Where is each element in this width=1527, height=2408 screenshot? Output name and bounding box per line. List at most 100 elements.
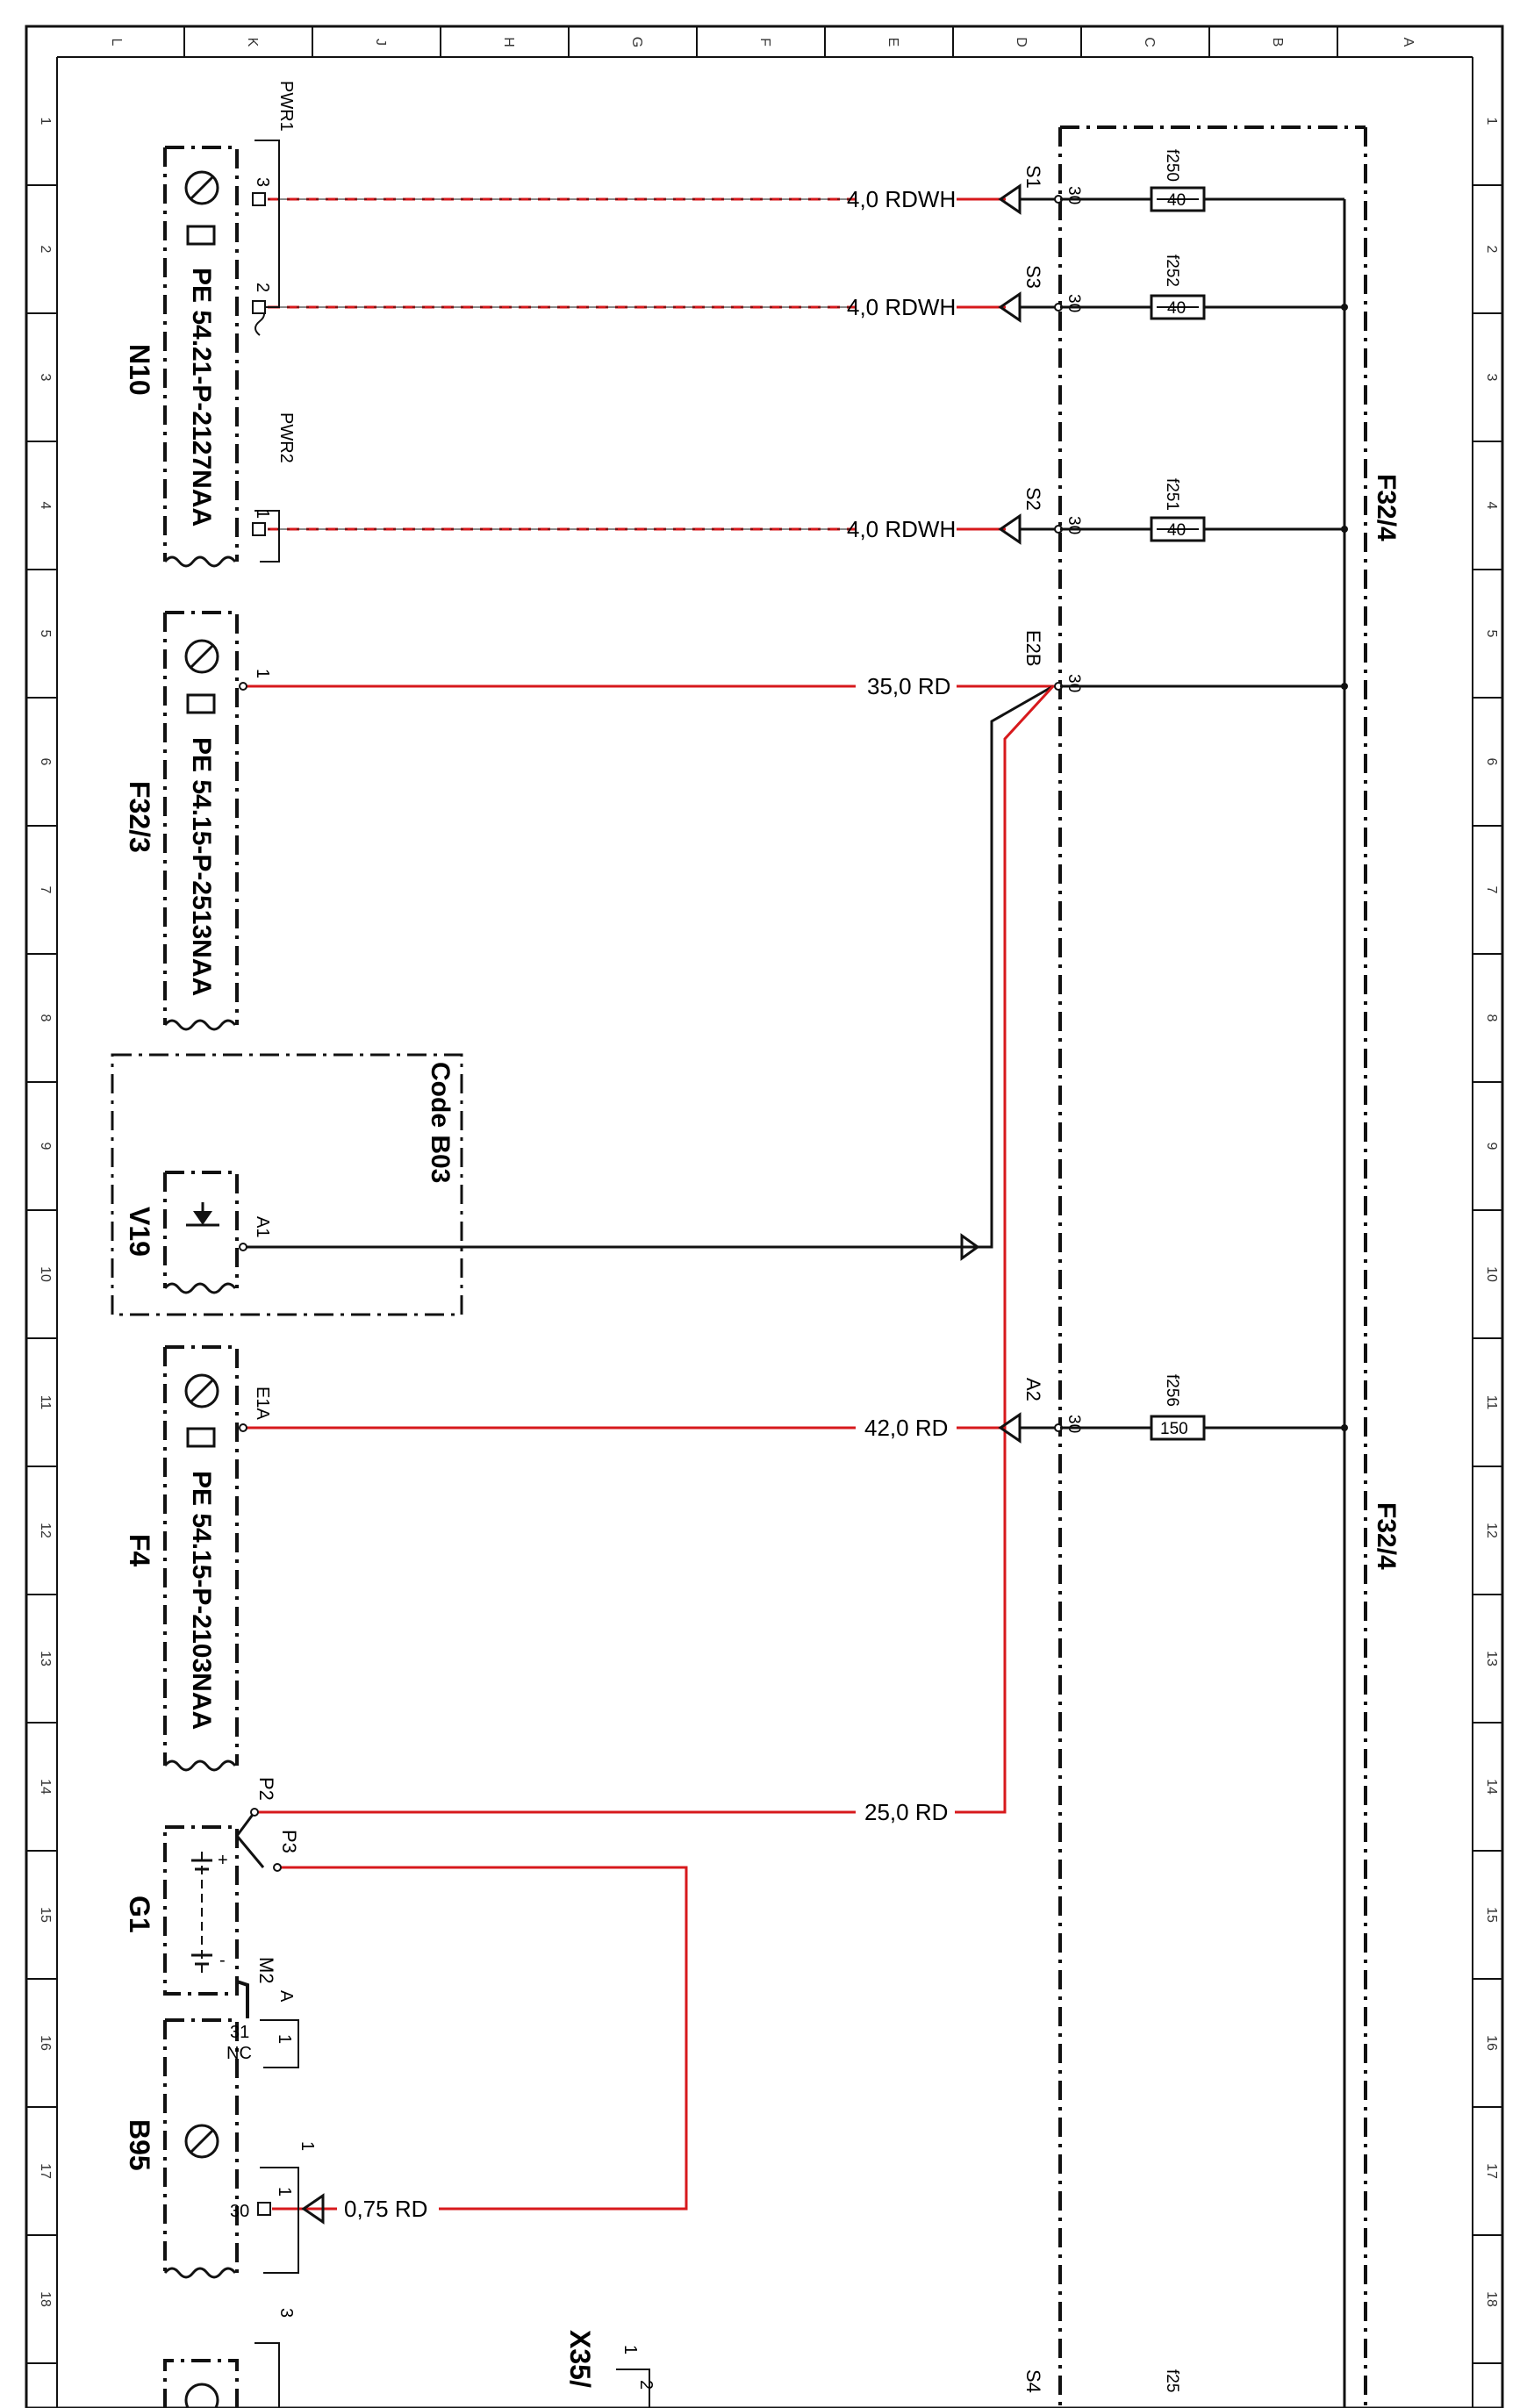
col-letter: F bbox=[757, 38, 772, 47]
wire-label: 25,0 RD bbox=[864, 1799, 948, 1825]
pin-label: 2 bbox=[636, 2380, 656, 2390]
wire-label: 4,0 RDWH bbox=[847, 294, 956, 320]
pin-label: 3 bbox=[253, 177, 272, 187]
circuit-s2: 4,0 RDWH S2 30 40 f251 bbox=[268, 478, 1348, 545]
row-number: 17 bbox=[38, 2163, 53, 2179]
col-letter: B bbox=[1270, 38, 1285, 47]
pin-label: M2 bbox=[255, 1957, 277, 1984]
col-letter: E bbox=[885, 38, 900, 47]
code-label: Code B03 bbox=[426, 1062, 455, 1183]
fuse-f256 bbox=[1150, 1415, 1206, 1441]
fuse-name: f256 bbox=[1163, 1374, 1181, 1407]
row-number: 1 bbox=[1484, 118, 1499, 125]
pin-label: 1 bbox=[275, 2034, 294, 2044]
component-id: N10 bbox=[124, 344, 155, 396]
row-number: 4 bbox=[1484, 502, 1499, 510]
col-letter: H bbox=[501, 37, 516, 47]
wire-label: 42,0 RD bbox=[864, 1415, 948, 1441]
component-id: G1 bbox=[124, 1896, 155, 1933]
row-number: 5 bbox=[38, 630, 53, 638]
component-bottom-partial: 3 S4 f25 bbox=[163, 2308, 1181, 2408]
component-f4: PE 54.15-P-2103NAA F4 E1A bbox=[124, 1345, 272, 1772]
part-number: PE 54.15-P-2103NAA bbox=[187, 1471, 216, 1730]
pin-label: 1 bbox=[275, 2187, 294, 2197]
component-n10: PE 54.21-P-2127NAA N10 PWR1 PWR2 3 2 1 bbox=[124, 81, 296, 568]
terminal-label: 30 bbox=[1065, 1415, 1083, 1433]
circuit-a2: 42,0 RD A2 30 150 f256 bbox=[243, 1374, 1348, 1444]
fuse-name: f25 bbox=[1163, 2369, 1181, 2392]
sensor-icon bbox=[184, 2124, 219, 2159]
row-number: 15 bbox=[38, 1907, 53, 1923]
fuse-name: f251 bbox=[1163, 478, 1181, 511]
row-number: 3 bbox=[38, 374, 53, 382]
col-letter: A bbox=[1401, 38, 1416, 47]
pin-label: P2 bbox=[255, 1777, 277, 1801]
connector-label: PWR2 bbox=[276, 412, 296, 463]
fuse-rating: 40 bbox=[1167, 191, 1186, 210]
pin-label: NC bbox=[226, 2044, 252, 2063]
component-b95: B95 A 1 31 NC 1 1 30 bbox=[124, 1990, 317, 2279]
row-number: 8 bbox=[38, 1014, 53, 1022]
row-number: 12 bbox=[1484, 1523, 1499, 1538]
circuit-s3: 4,0 RDWH S3 30 40 f252 bbox=[268, 254, 1348, 323]
wire-label: 4,0 RDWH bbox=[847, 186, 956, 212]
terminal-label: 30 bbox=[1065, 186, 1083, 204]
row-number: 10 bbox=[1484, 1266, 1499, 1282]
row-number: 6 bbox=[1484, 758, 1499, 766]
connector-pin-label: S2 bbox=[1022, 487, 1044, 511]
pin-label: P3 bbox=[278, 1830, 300, 1853]
connector-pin-label: A2 bbox=[1022, 1378, 1044, 1401]
col-letter: D bbox=[1014, 37, 1029, 47]
component-g1: + - G1 P2 P3 M2 bbox=[124, 1777, 300, 2018]
pin-label: 1 bbox=[253, 669, 272, 678]
row-number: 11 bbox=[1484, 1395, 1499, 1410]
circuit-g1-p2: 25,0 RD bbox=[254, 1799, 1005, 1825]
row-number: 5 bbox=[1484, 630, 1499, 638]
component-id: X35/ bbox=[564, 2330, 596, 2388]
drawing-frame bbox=[25, 25, 1504, 2408]
circuit-s1: 4,0 RDWH S1 30 40 f250 bbox=[268, 149, 1344, 215]
polarity-label: - bbox=[219, 1951, 226, 1970]
pin-label: E1A bbox=[253, 1387, 272, 1420]
sensor-icon bbox=[184, 639, 219, 674]
row-number: 6 bbox=[38, 758, 53, 766]
hand-pointer-icon bbox=[186, 693, 216, 714]
connector-label: A bbox=[276, 1990, 296, 2003]
col-letter: C bbox=[1142, 37, 1157, 47]
row-number: 15 bbox=[1484, 1907, 1499, 1923]
component-id: F32/3 bbox=[124, 781, 155, 853]
sensor-icon bbox=[184, 170, 219, 205]
wire-label: 35,0 RD bbox=[867, 673, 950, 699]
row-number: 8 bbox=[1484, 1014, 1499, 1022]
row-number: 10 bbox=[38, 1266, 53, 1282]
pin-label: 1 bbox=[253, 509, 272, 519]
pin-label: A1 bbox=[253, 1216, 272, 1237]
row-number: 7 bbox=[38, 886, 53, 894]
row-number: 14 bbox=[38, 1779, 53, 1795]
col-letter: L bbox=[109, 39, 124, 47]
row-number: 14 bbox=[1484, 1779, 1499, 1795]
pin-label: 1 bbox=[620, 2345, 640, 2354]
component-id: V19 bbox=[124, 1207, 155, 1257]
connector-arrow bbox=[301, 2193, 325, 2225]
row-number: 9 bbox=[38, 1143, 53, 1150]
polarity-label: + bbox=[218, 1851, 228, 1870]
pin-label: 30 bbox=[230, 2202, 249, 2221]
wire-label: 0,75 RD bbox=[344, 2196, 427, 2222]
sensor-icon bbox=[184, 2383, 219, 2408]
row-number: 1 bbox=[38, 118, 53, 125]
fuse-name: f250 bbox=[1163, 149, 1181, 182]
pin-label: 31 bbox=[230, 2023, 249, 2042]
connector-pin-label: S4 bbox=[1022, 2369, 1044, 2393]
row-number: 11 bbox=[38, 1395, 53, 1410]
circuit-e2b: 35,0 RD E2B 30 bbox=[243, 630, 1348, 1814]
fuse-name: f252 bbox=[1163, 254, 1181, 287]
row-number: 13 bbox=[1484, 1651, 1499, 1666]
connector-pin-label: S1 bbox=[1022, 165, 1044, 189]
row-number: 2 bbox=[38, 246, 53, 254]
component-f32-3: PE 54.15-P-2513NAA F32/3 1 bbox=[124, 611, 272, 1031]
part-number: PE 54.15-P-2513NAA bbox=[187, 737, 216, 996]
fusebox-label-top: F32/4 bbox=[1372, 474, 1401, 541]
